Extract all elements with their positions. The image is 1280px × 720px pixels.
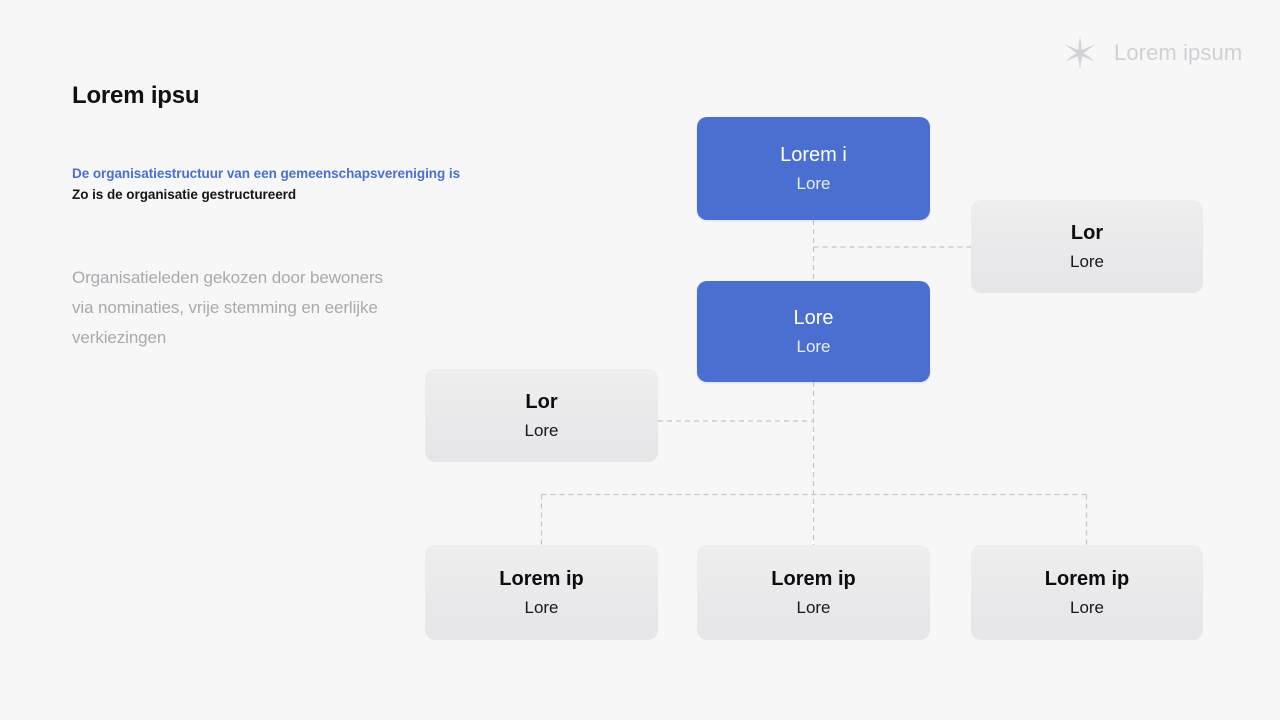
org-node-title: Lore: [793, 306, 834, 329]
org-node-title: Lorem i: [780, 143, 847, 166]
org-node-bottom-2[interactable]: Lorem ip Lore: [697, 545, 930, 640]
org-node-root[interactable]: Lorem i Lore: [697, 117, 930, 220]
page-title: Lorem ipsu: [72, 82, 200, 109]
org-node-subtitle: Lore: [796, 336, 831, 356]
org-node-title: Lor: [1070, 221, 1104, 244]
brand-label: Lorem ipsum: [1114, 40, 1243, 65]
sparkle-asterisk-icon: [1064, 36, 1096, 70]
org-node-title: Lorem ip: [1044, 567, 1130, 590]
intro-block: De organisatiestructuur van een gemeensc…: [72, 163, 592, 205]
intro-subheading: Zo is de organisatie gestructureerd: [72, 187, 297, 202]
org-node-title: Lorem ip: [771, 567, 856, 590]
org-node-second[interactable]: Lore Lore: [697, 281, 930, 382]
org-node-right[interactable]: Lor Lore: [971, 200, 1203, 293]
org-node-subtitle: Lore: [1069, 251, 1105, 271]
org-node-left[interactable]: Lor Lore: [425, 369, 658, 462]
org-node-bottom-1[interactable]: Lorem ip Lore: [425, 545, 658, 640]
org-node-title: Lor: [525, 390, 558, 413]
org-node-subtitle: Lore: [796, 173, 831, 193]
org-node-bottom-3[interactable]: Lorem ip Lore: [971, 545, 1203, 640]
org-node-subtitle: Lore: [1069, 597, 1105, 617]
org-node-subtitle: Lore: [524, 420, 559, 440]
org-node-subtitle: Lore: [524, 597, 559, 617]
intro-body-text: Organisatieleden gekozen door bewoners v…: [72, 268, 383, 347]
org-node-subtitle: Lore: [796, 597, 831, 617]
intro-highlight: De organisatiestructuur van een gemeensc…: [72, 166, 461, 181]
org-node-title: Lorem ip: [499, 567, 584, 590]
brand-mark: Lorem ipsum: [1060, 33, 1242, 73]
